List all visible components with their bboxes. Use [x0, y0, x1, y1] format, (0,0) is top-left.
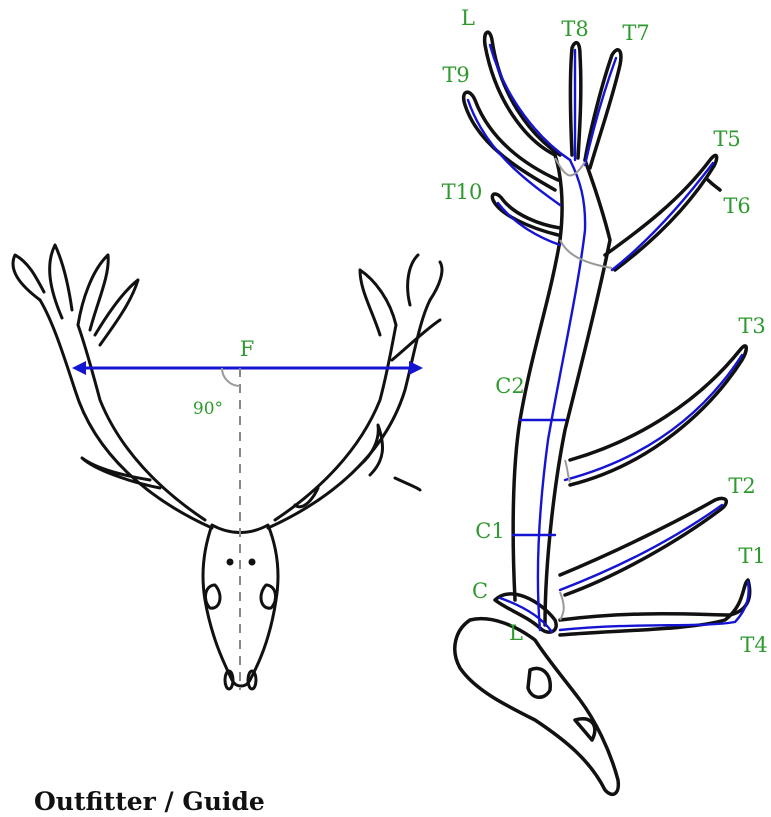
label-T1: T1: [738, 544, 765, 568]
label-L-base: L: [509, 621, 523, 645]
label-T2: T2: [728, 474, 755, 498]
label-C2: C2: [495, 374, 524, 398]
section-heading: Outfitter / Guide: [34, 787, 265, 817]
side-view-measure-lines: [468, 45, 749, 632]
side-view-antler: [455, 32, 750, 794]
label-T10: T10: [442, 180, 483, 204]
label-T4: T4: [740, 633, 767, 657]
label-T5: T5: [713, 127, 740, 151]
label-T7: T7: [622, 21, 649, 45]
inside-spread-measure: [72, 361, 423, 375]
spread-label-F: F: [240, 337, 255, 361]
angle-label-90: 90°: [193, 399, 223, 419]
label-T3: T3: [738, 314, 765, 338]
label-T9: T9: [442, 63, 469, 87]
label-C: C: [472, 579, 488, 603]
right-angle-arc: [222, 368, 240, 386]
label-C1: C1: [475, 519, 504, 543]
front-view-antlers: [13, 245, 442, 689]
label-T8: T8: [561, 17, 588, 41]
label-L-top: L: [461, 6, 475, 30]
side-view-guide-lines: [555, 158, 612, 620]
label-T6: T6: [723, 194, 750, 218]
